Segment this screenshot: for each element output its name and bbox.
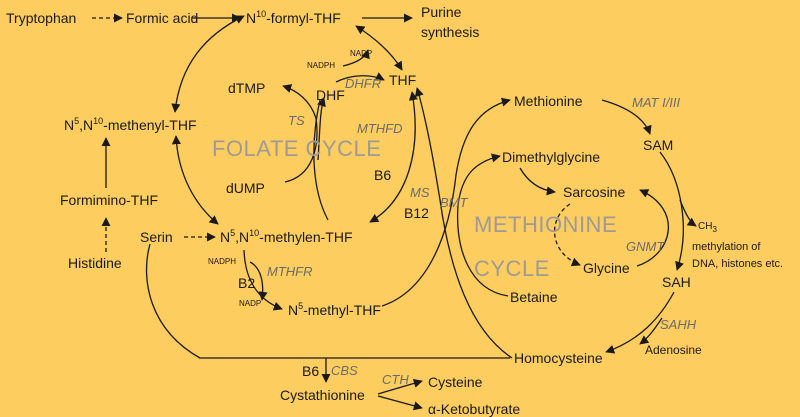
arrow-sah-adenosine xyxy=(639,317,663,345)
arrow-glycine-sarcosine xyxy=(636,189,669,267)
cofactor-b6-1: B6 xyxy=(374,167,392,183)
arrow-cystathionine-ketobutyrate xyxy=(377,395,423,411)
cofactor-nadp-1: NADP xyxy=(350,49,373,58)
enzyme-cth: CTH xyxy=(382,372,409,387)
metabolite-dhf: DHF xyxy=(316,87,345,103)
arrow-serin-homocysteine xyxy=(145,243,510,359)
arrow-sam-sah xyxy=(659,151,684,271)
arrow-methylen-thf xyxy=(313,99,329,221)
arrow-methyl-methionine xyxy=(381,97,511,307)
metabolite-cysteine: Cysteine xyxy=(428,374,483,390)
arrow-nadph-nadp-dhfr xyxy=(342,49,370,67)
cofactor-b6-2: B6 xyxy=(302,363,320,379)
process-purine-synthesis-line2: synthesis xyxy=(421,24,480,40)
methionine-cycle-label-line1: METHIONINE xyxy=(474,212,618,237)
cofactor-b2: B2 xyxy=(238,275,256,291)
metabolite-n5-methyl-thf: N5-methyl-THF xyxy=(288,301,381,318)
enzyme-bmt: BMT xyxy=(440,195,468,210)
methionine-cycle-label-line2: CYCLE xyxy=(474,256,550,281)
metabolite-alpha-ketobutyrate: α-Ketobutyrate xyxy=(428,401,521,417)
metabolite-serin: Serin xyxy=(140,229,173,245)
arrow-ts-dhf xyxy=(317,97,326,161)
arrow-dimethylglycine-sarcosine xyxy=(519,167,556,196)
metabolite-homocysteine: Homocysteine xyxy=(514,350,603,366)
metabolite-sam: SAM xyxy=(643,137,674,153)
arrow-methionine-sam xyxy=(601,99,652,135)
process-purine-synthesis-line1: Purine xyxy=(421,4,462,20)
metabolite-dtmp: dTMP xyxy=(228,80,266,96)
arrow-sah-homocysteine xyxy=(605,291,675,354)
arrow-ch3 xyxy=(679,199,697,227)
arrow-homocysteine-thf xyxy=(414,87,513,359)
metabolite-histidine: Histidine xyxy=(68,255,122,271)
arrow-nadph-nadp-mthfr xyxy=(249,261,268,301)
metabolite-formic-acid: Formic acid xyxy=(126,10,199,26)
metabolite-n5-n10-methylen-thf: N5,N10-methylen-THF xyxy=(220,228,353,245)
arrow-formyl-thf xyxy=(355,25,403,71)
metabolite-adenosine: Adenosine xyxy=(645,343,702,357)
cofactor-b12: B12 xyxy=(404,205,429,221)
arrow-ts-dtmp xyxy=(282,84,318,183)
enzyme-dhfr: DHFR xyxy=(345,76,382,91)
metabolite-tryptophan: Tryptophan xyxy=(6,10,77,26)
metabolite-betaine: Betaine xyxy=(510,289,558,305)
metabolite-n10-formyl-thf: N10-formyl-THF xyxy=(246,9,341,26)
arrow-thf-methylen xyxy=(369,91,418,223)
arrow-sarcosine-glycine xyxy=(554,203,581,267)
arrow-dhf-thf xyxy=(335,72,385,83)
arrow-formyl-methenyl xyxy=(171,15,245,113)
cofactor-nadp-2: NADP xyxy=(239,299,262,308)
note-methylation-line2: DNA, histones etc. xyxy=(692,258,784,270)
enzyme-cbs: CBS xyxy=(331,363,358,378)
enzyme-mthfd: MTHFD xyxy=(357,121,403,136)
metabolite-cystathionine: Cystathionine xyxy=(280,387,365,403)
metabolite-thf: THF xyxy=(389,72,417,88)
enzyme-mat: MAT I/III xyxy=(632,95,681,110)
metabolite-dump: dUMP xyxy=(226,180,265,196)
enzyme-mthfr: MTHFR xyxy=(267,264,313,279)
enzyme-gnmt: GNMT xyxy=(626,239,665,254)
metabolite-glycine: Glycine xyxy=(583,260,630,276)
metabolite-sah: SAH xyxy=(662,274,691,290)
cofactor-ch3: CH3 xyxy=(698,221,717,234)
arrow-cystathionine-cysteine xyxy=(377,378,423,395)
note-methylation-line1: methylation of xyxy=(692,241,761,253)
metabolite-methionine: Methionine xyxy=(514,93,583,109)
enzyme-sahh: SAHH xyxy=(660,317,697,332)
metabolite-n5-n10-methenyl-thf: N5,N10-methenyl-THF xyxy=(64,116,197,133)
enzyme-ts: TS xyxy=(288,113,305,128)
enzyme-ms: MS xyxy=(410,185,430,200)
cofactor-nadph-1: NADPH xyxy=(307,61,336,70)
arrow-methenyl-methylen xyxy=(171,135,219,225)
metabolite-sarcosine: Sarcosine xyxy=(563,184,626,200)
cofactor-nadph-2: NADPH xyxy=(208,257,237,266)
arrow-betaine-dimethylglycine xyxy=(456,153,509,297)
metabolite-formimino-thf: Formimino-THF xyxy=(60,192,158,208)
folate-cycle-label: FOLATE CYCLE xyxy=(212,136,382,161)
metabolite-dimethylglycine: Dimethylglycine xyxy=(502,149,601,165)
arrow-methylen-methyl xyxy=(243,249,283,311)
